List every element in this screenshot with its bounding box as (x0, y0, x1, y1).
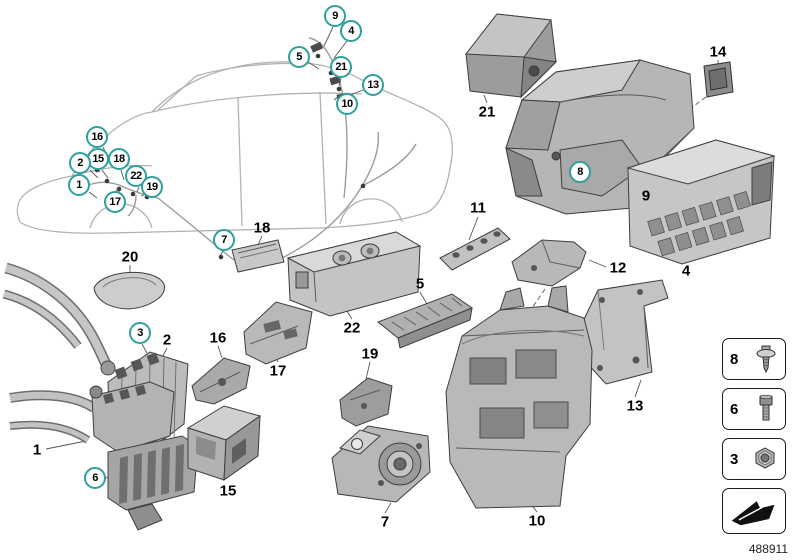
callout-17[interactable]: 17 (104, 191, 126, 213)
callout-9[interactable]: 9 (324, 5, 346, 27)
callout-7[interactable]: 7 (213, 229, 235, 251)
part-label-12[interactable]: 12 (609, 259, 627, 277)
callout-16[interactable]: 16 (86, 126, 108, 148)
part-label-18[interactable]: 18 (253, 219, 271, 237)
legend-number-8: 8 (730, 350, 739, 368)
part-label-22[interactable]: 22 (343, 319, 361, 337)
part-label-10[interactable]: 10 (528, 512, 546, 530)
part-12-bracket (511, 239, 587, 287)
part-15-bracket-box (186, 405, 262, 482)
part-10-carrier-frame (445, 285, 593, 509)
callout-21[interactable]: 21 (330, 56, 352, 78)
callout-3[interactable]: 3 (129, 322, 151, 344)
battery-cable-sketch (2, 262, 116, 376)
part-11-bracket-strip (439, 227, 511, 271)
callout-13[interactable]: 13 (362, 74, 384, 96)
part-7-holder (331, 425, 431, 503)
screw-icon (756, 345, 776, 374)
part-22-module (286, 231, 422, 317)
legend-box-8[interactable]: 8 (722, 338, 786, 380)
part-5-ribbed-bracket (377, 293, 474, 349)
part-label-4[interactable]: 4 (681, 262, 691, 280)
part-label-15[interactable]: 15 (219, 482, 237, 500)
legend-number-3: 3 (730, 450, 739, 468)
legend-box-arrow (722, 488, 786, 534)
part-16-bracket (191, 357, 251, 405)
callout-4[interactable]: 4 (340, 20, 362, 42)
callout-8[interactable]: 8 (569, 161, 591, 183)
part-20-cap (93, 271, 165, 310)
part-4-fuse-box (626, 139, 776, 265)
legend-number-6: 6 (730, 400, 739, 418)
car-outline-sketch (16, 61, 453, 234)
callout-1[interactable]: 1 (68, 174, 90, 196)
part-label-2[interactable]: 2 (162, 331, 172, 349)
callout-5[interactable]: 5 (288, 46, 310, 68)
part-label-7[interactable]: 7 (380, 513, 390, 531)
part-label-5[interactable]: 5 (415, 275, 425, 293)
part-label-17[interactable]: 17 (269, 362, 287, 380)
callout-19[interactable]: 19 (141, 176, 163, 198)
part-label-20[interactable]: 20 (121, 248, 139, 266)
part-13-mounting-plate (577, 279, 669, 385)
part-label-21[interactable]: 21 (478, 103, 496, 121)
callout-10[interactable]: 10 (336, 93, 358, 115)
part-label-11[interactable]: 11 (470, 199, 486, 217)
document-number: 488911 (748, 542, 788, 556)
part-label-9[interactable]: 9 (641, 187, 651, 205)
part-label-13[interactable]: 13 (626, 397, 644, 415)
nut-icon (755, 447, 775, 469)
legend-box-6[interactable]: 6 (722, 388, 786, 430)
part-21-cover (465, 13, 558, 99)
callout-18[interactable]: 18 (108, 148, 130, 170)
part-14-clip (703, 61, 734, 98)
part-1-power-distributor (9, 381, 199, 531)
part-19-bracket (339, 377, 393, 427)
part-label-14[interactable]: 14 (709, 43, 727, 61)
part-label-19[interactable]: 19 (361, 345, 379, 363)
callout-6[interactable]: 6 (84, 467, 106, 489)
bolt-icon (759, 394, 773, 421)
part-label-16[interactable]: 16 (209, 329, 227, 347)
part-label-1[interactable]: 1 (32, 441, 42, 459)
part-17-holder (243, 301, 313, 365)
part-18-cover (231, 239, 285, 273)
callout-2[interactable]: 2 (69, 152, 91, 174)
direction-arrow-icon (731, 501, 775, 526)
legend-box-3[interactable]: 3 (722, 438, 786, 480)
